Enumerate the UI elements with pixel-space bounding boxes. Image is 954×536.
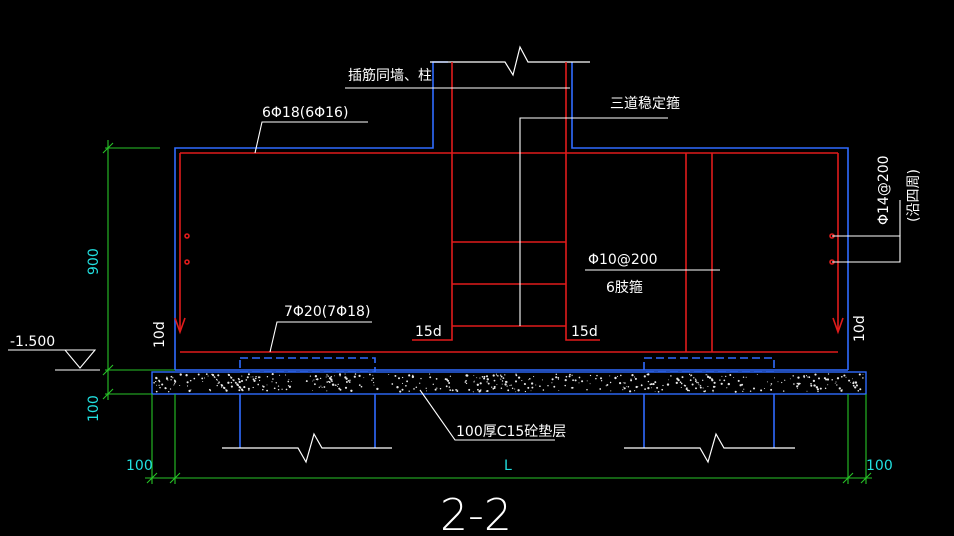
concrete-outline <box>174 45 849 448</box>
side-bars-note: (沿四周) <box>906 169 922 222</box>
leader-lines <box>8 87 901 441</box>
stabilizer-stirrups-label: 三道稳定箍 <box>610 95 680 112</box>
side-bars-label: Φ14@200 <box>876 155 892 225</box>
stirrup-legs-label: 6肢箍 <box>606 279 643 296</box>
bottom-bars-label: 7Φ20(7Φ18) <box>284 304 370 320</box>
edge-left-dimension: 100 <box>126 458 153 474</box>
dimension-lines <box>102 140 872 484</box>
edge-right-dimension: 100 <box>866 458 893 474</box>
anchor-right-label: 10d <box>852 315 868 342</box>
hook-right-label: 15d <box>571 324 598 340</box>
rebar-cage <box>174 62 844 353</box>
dowel-label: 插筋同墙、柱 <box>348 67 432 84</box>
length-dimension: L <box>504 458 512 474</box>
height-dimension: 900 <box>86 248 102 275</box>
section-title: 2-2 <box>440 490 512 536</box>
top-bars-label: 6Φ18(6Φ16) <box>262 105 348 121</box>
bedding-dimension: 100 <box>86 395 102 422</box>
bedding-label: 100厚C15砼垫层 <box>456 424 566 440</box>
elevation-label: -1.500 <box>10 334 55 350</box>
anchor-left-label: 10d <box>152 321 168 348</box>
hook-left-label: 15d <box>415 324 442 340</box>
stirrup-spec-label: Φ10@200 <box>588 252 658 268</box>
pile-break-lines <box>222 432 795 464</box>
bedding-layer <box>151 371 867 395</box>
